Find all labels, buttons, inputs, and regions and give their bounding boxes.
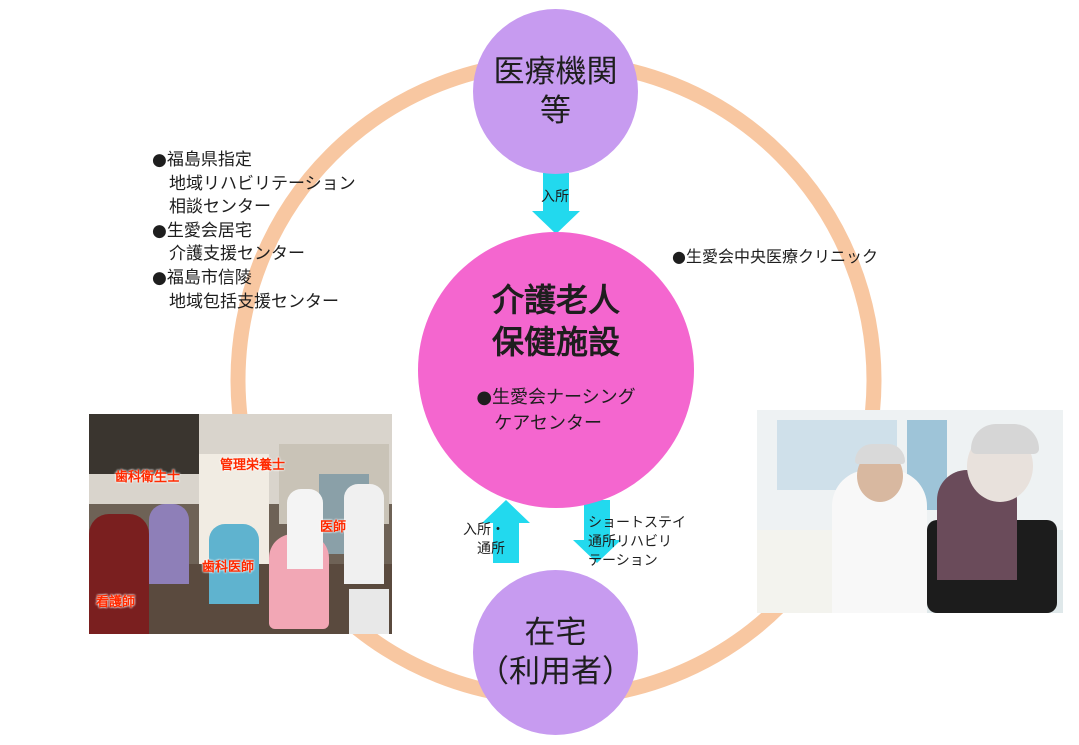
facility-type-title: 介護老人 保健施設 [491, 281, 620, 361]
medical-institution-label: 医療機関 等 [493, 53, 618, 129]
short-stay-rehab-arrow [573, 500, 621, 563]
medical-institution-node: 医療機関 等 [473, 9, 638, 174]
short-stay-rehab-label: ショートステイ 通所リハビリ テーション [588, 515, 686, 569]
admission-day-care-arrow [482, 500, 530, 563]
admission-arrow [532, 173, 580, 234]
dietitian-label: 管理栄養士 [220, 458, 286, 473]
dental-team-photo: 歯科衛生士 管理栄養士 医師 歯科医師 看護師 [89, 414, 392, 634]
clinic-exam-photo [757, 410, 1063, 613]
dental-hygienist-label: 歯科衛生士 [115, 470, 181, 485]
dentist-label: 歯科医師 [202, 560, 255, 575]
support-centers-list: ●福島県指定 地域リハビリテーション 相談センター ●生愛会居宅 介護支援センタ… [152, 150, 356, 312]
admission-day-care-label: 入所・ 通所 [463, 522, 505, 557]
admission-arrow-label: 入所 [541, 189, 569, 205]
geriatric-health-facility-node: 介護老人 保健施設 ●生愛会ナーシング ケアセンター [418, 232, 694, 508]
facility-name: ●生愛会ナーシング ケアセンター [476, 387, 636, 434]
clinic-label: ●生愛会中央医療クリニック [672, 247, 878, 266]
doctor-label: 医師 [320, 520, 347, 535]
home-user-label: 在宅 （利用者） [478, 614, 633, 690]
home-user-node: 在宅 （利用者） [473, 570, 638, 735]
nurse-label: 看護師 [96, 595, 136, 610]
